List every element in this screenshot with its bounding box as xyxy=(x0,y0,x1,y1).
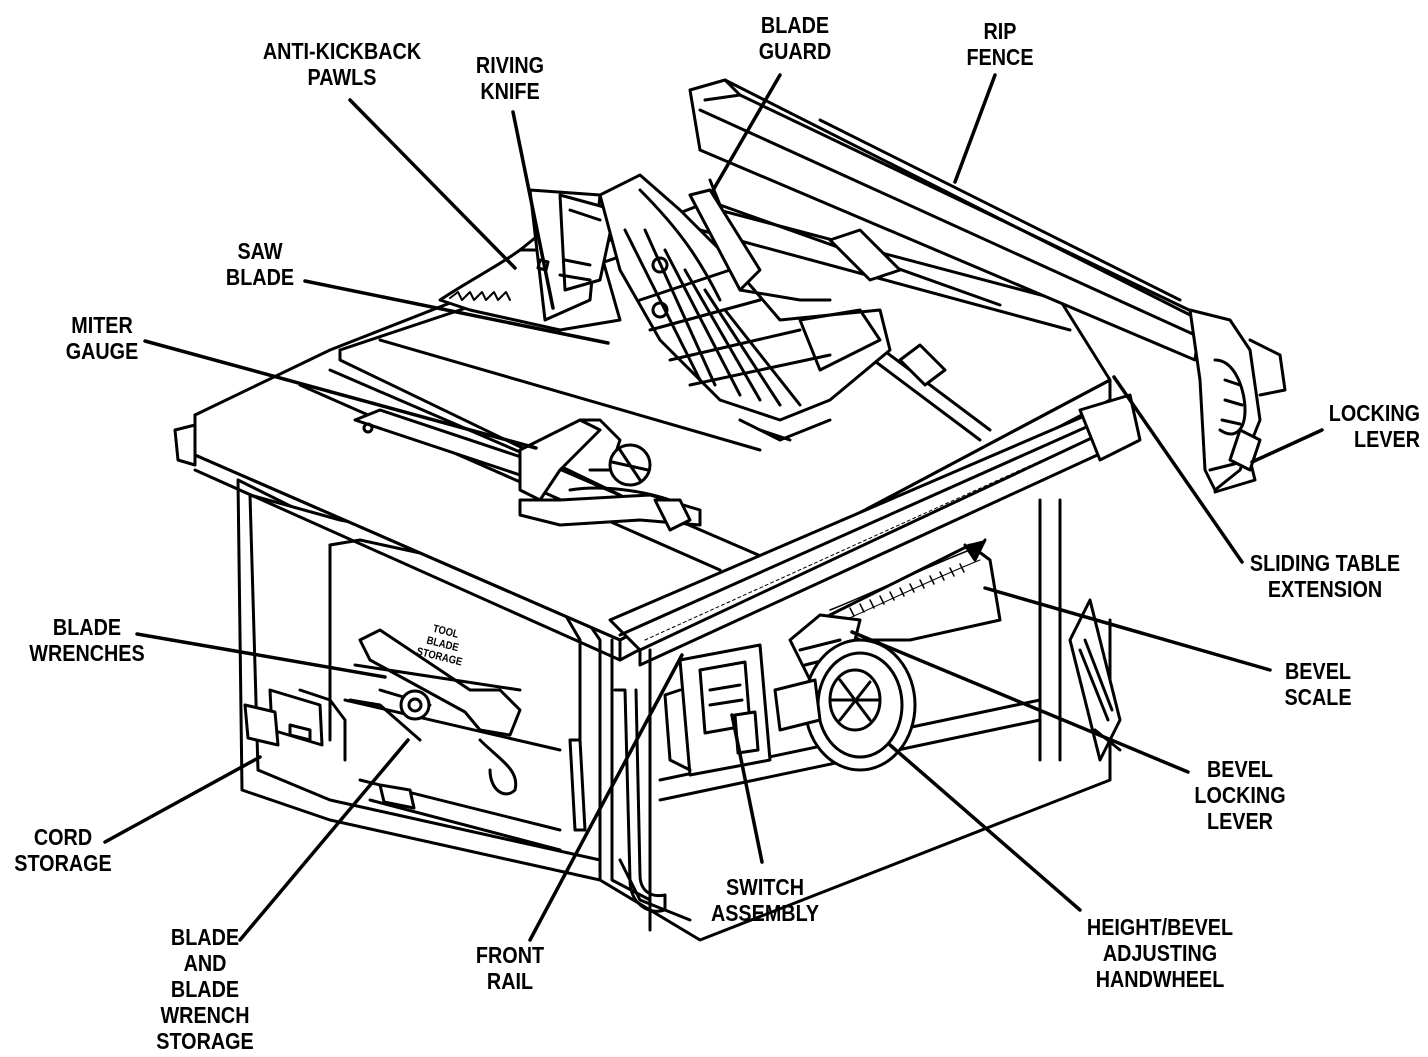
leader-saw-blade xyxy=(303,279,610,345)
label-line: PAWLS xyxy=(307,64,377,90)
leader-bevel-scale xyxy=(983,586,1272,672)
label-rip-fence: RIP FENCE xyxy=(953,18,1048,70)
leader-lines xyxy=(103,73,1324,942)
label-line: WRENCHES xyxy=(29,640,145,666)
label-line: STORAGE xyxy=(14,850,112,876)
label-line: KNIFE xyxy=(480,78,540,104)
label-line: GUARD xyxy=(758,38,832,64)
label-line: RIP xyxy=(983,18,1017,44)
label-line: GAUGE xyxy=(65,338,139,364)
label-line: SLIDING TABLE xyxy=(1249,550,1401,576)
label-line: ADJUSTING xyxy=(1102,940,1218,966)
label-line: FENCE xyxy=(966,44,1034,70)
label-line: ANTI-KICKBACK xyxy=(262,38,422,64)
label-line: CORD xyxy=(33,824,93,850)
leader-switch-assembly xyxy=(730,713,764,864)
label-line: SWITCH xyxy=(725,874,805,900)
leader-locking-lever xyxy=(1250,428,1324,464)
label-line: LEVER xyxy=(1207,808,1273,834)
label-miter-gauge: MITER GAUGE xyxy=(50,312,153,364)
riving-knife-shape xyxy=(528,188,617,322)
label-riving-knife: RIVING KNIFE xyxy=(463,52,558,104)
label-line: LEVER xyxy=(1354,426,1420,452)
label-sliding-table-extension: SLIDING TABLE EXTENSION xyxy=(1239,550,1411,602)
label-saw-blade: SAW BLADE xyxy=(208,238,311,290)
label-switch-assembly: SWITCH ASSEMBLY xyxy=(701,874,830,926)
label-line: HEIGHT/BEVEL xyxy=(1086,914,1234,940)
leader-riving-knife xyxy=(511,110,555,310)
label-line: STORAGE xyxy=(156,1028,254,1054)
label-line: BLADE xyxy=(170,924,240,950)
leader-blade-wrenches xyxy=(135,632,387,679)
label-blade-and-blade-wrench-storage: BLADE AND BLADE WRENCH STORAGE xyxy=(145,924,265,1054)
leader-front-rail xyxy=(528,653,684,942)
label-front-rail: FRONT RAIL xyxy=(463,942,558,994)
label-line: HANDWHEEL xyxy=(1095,966,1225,992)
label-line: ASSEMBLY xyxy=(710,900,820,926)
bevel-scale-shape xyxy=(818,538,1002,642)
label-line: EXTENSION xyxy=(1267,576,1383,602)
label-cord-storage: CORD STORAGE xyxy=(9,824,117,876)
miter-gauge-shape xyxy=(353,408,702,532)
label-line: SCALE xyxy=(1284,684,1352,710)
label-line: LOCKING xyxy=(1194,782,1286,808)
leader-sliding-table-extension xyxy=(1112,375,1244,564)
label-line: BLADE xyxy=(170,976,240,1002)
switch-assembly-shape xyxy=(663,643,772,777)
label-line: AND xyxy=(183,950,227,976)
leader-cord-storage xyxy=(103,755,262,844)
leader-handwheel xyxy=(888,743,1082,912)
label-line: BLADE xyxy=(225,264,295,290)
label-line: BEVEL xyxy=(1207,756,1273,782)
label-blade-guard: BLADE GUARD xyxy=(748,12,843,64)
label-line: BEVEL xyxy=(1285,658,1351,684)
label-line: RIVING xyxy=(475,52,545,78)
label-line: SAW xyxy=(237,238,283,264)
leader-blade-wrench-storage xyxy=(238,738,410,942)
label-height-bevel-adjusting-handwheel: HEIGHT/BEVEL ADJUSTING HANDWHEEL xyxy=(1074,914,1246,992)
leader-miter-gauge xyxy=(143,339,538,450)
label-line: MITER xyxy=(71,312,133,338)
leader-blade-guard xyxy=(710,73,782,194)
blade-guard-shape xyxy=(598,173,892,442)
leader-rip-fence xyxy=(953,73,997,184)
label-blade-wrenches: BLADE WRENCHES xyxy=(23,614,152,666)
leader-bevel-locking-lever xyxy=(850,630,1190,774)
label-line: LOCKING xyxy=(1328,400,1420,426)
label-line: BLADE xyxy=(760,12,830,38)
handwheel-shape xyxy=(773,638,917,772)
label-line: RAIL xyxy=(486,968,534,994)
label-bevel-locking-lever: BEVEL LOCKING LEVER xyxy=(1184,756,1296,834)
label-locking-lever: LOCKING LEVER xyxy=(1300,400,1420,452)
blade-wrenches-shape xyxy=(348,628,522,796)
label-line: BLADE xyxy=(52,614,122,640)
label-bevel-scale: BEVEL SCALE xyxy=(1266,658,1369,710)
front-rail xyxy=(608,393,1142,667)
rip-fence-shape xyxy=(688,78,1287,494)
leader-anti-kickback-pawls xyxy=(348,98,517,270)
label-line: FRONT xyxy=(475,942,545,968)
cord-handle xyxy=(568,688,667,913)
label-line: WRENCH xyxy=(160,1002,250,1028)
label-anti-kickback-pawls: ANTI-KICKBACK PAWLS xyxy=(242,38,442,90)
